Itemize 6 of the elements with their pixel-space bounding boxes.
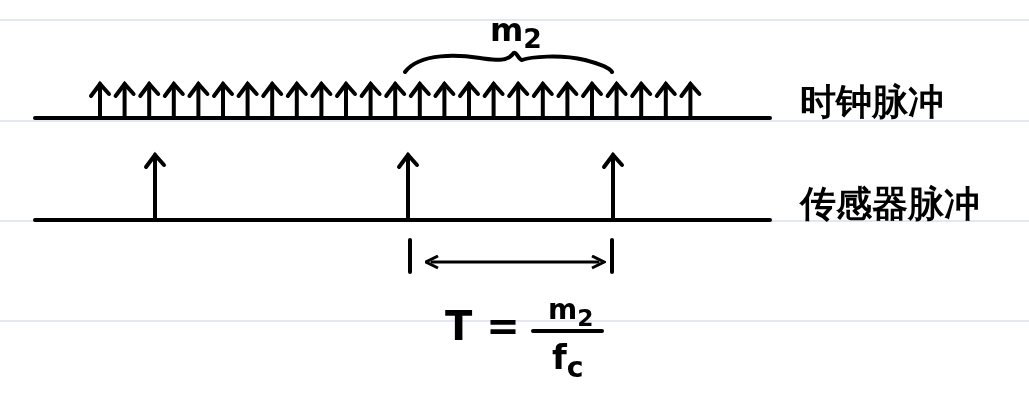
row-label: 时钟脉冲 — [800, 84, 944, 120]
formula-term: T = — [445, 306, 520, 346]
formula-term: m$_{2}$ — [490, 14, 542, 54]
formula-term: f$_{c}$ — [552, 340, 584, 383]
row-label: 传感器脉冲 — [800, 186, 980, 222]
formula-term: m$_{2}$ — [548, 296, 594, 330]
